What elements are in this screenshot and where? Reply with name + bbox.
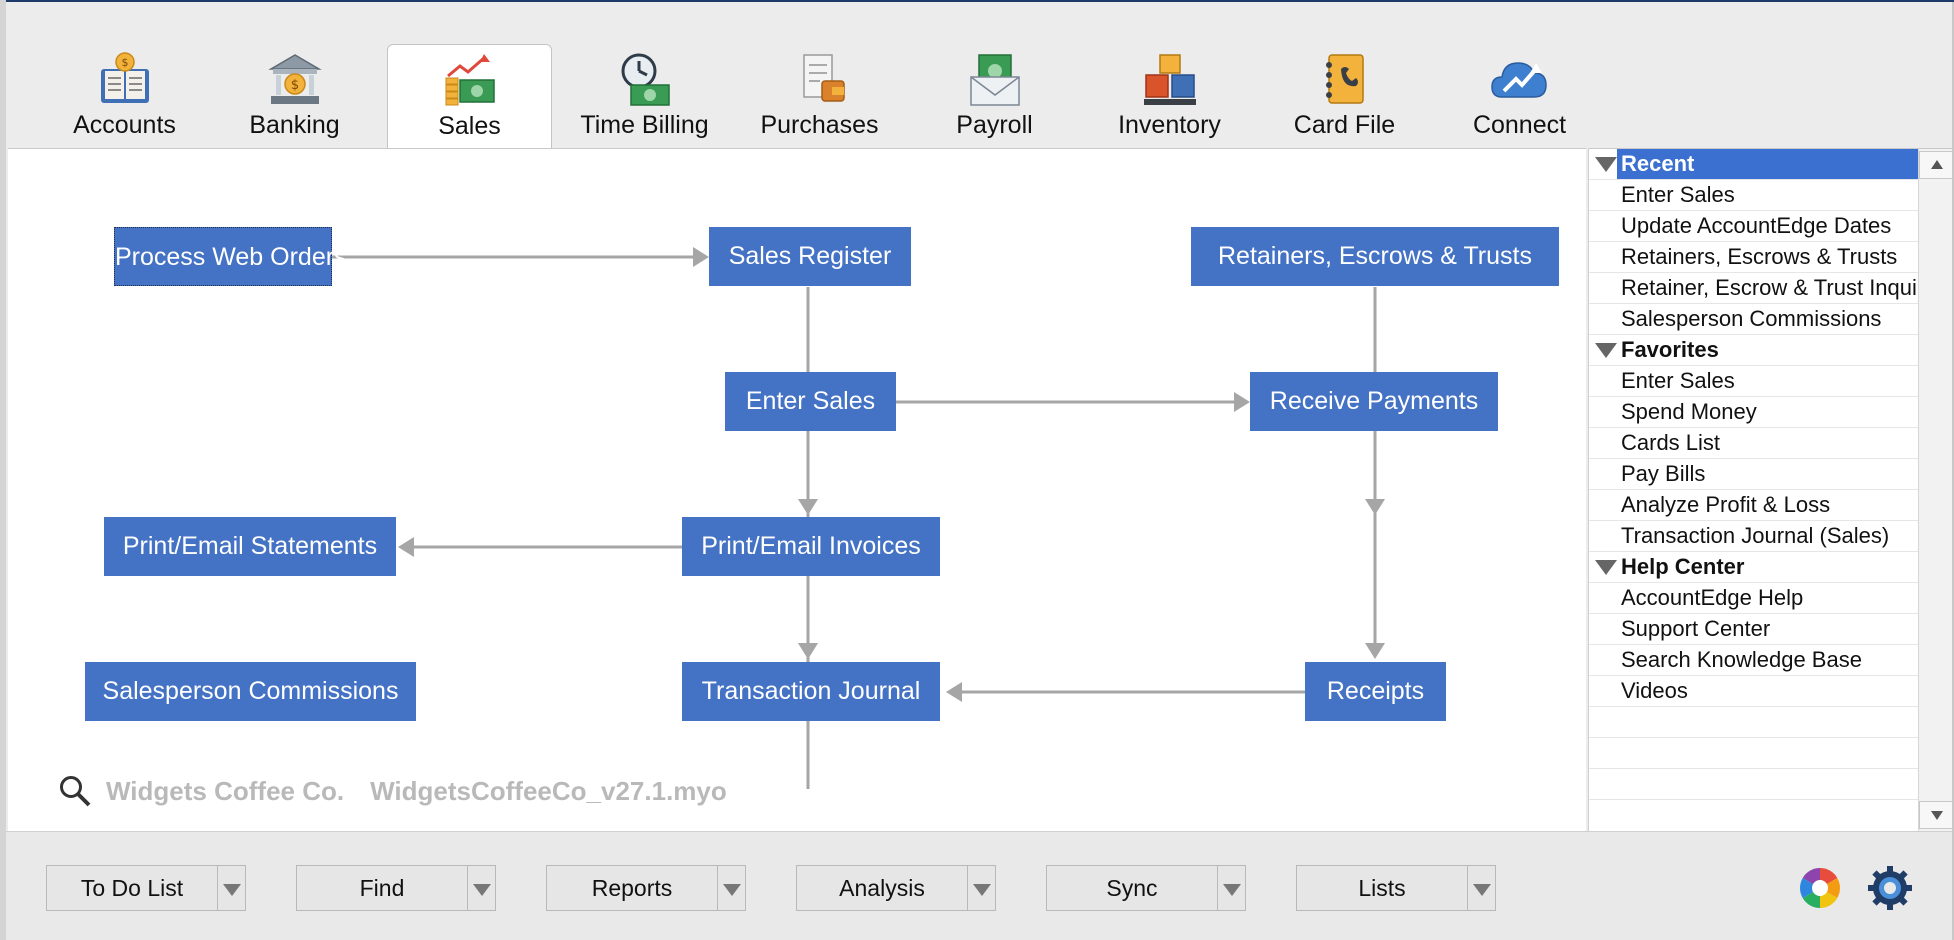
receive-payments-button[interactable]: Receive Payments xyxy=(1250,372,1498,431)
company-file-name: WidgetsCoffeeCo_v27.1.myo xyxy=(370,775,727,806)
tab-label: Purchases xyxy=(760,111,879,139)
recent-item[interactable]: Retainers, Escrows & Trusts xyxy=(1589,242,1918,273)
company-file-info: Widgets Coffee Co. WidgetsCoffeeCo_v27.1… xyxy=(58,771,727,811)
scroll-down-button[interactable] xyxy=(1919,801,1953,829)
sales-icon xyxy=(445,54,495,106)
tab-label: Banking xyxy=(249,111,340,139)
tab-inventory[interactable]: Inventory xyxy=(1087,44,1252,149)
sidebar-scrollbar[interactable] xyxy=(1918,148,1953,831)
tab-connect[interactable]: Connect xyxy=(1437,44,1602,149)
gear-icon[interactable] xyxy=(1868,866,1912,910)
analysis-button[interactable]: Analysis xyxy=(796,865,968,911)
help-item[interactable]: AccountEdge Help xyxy=(1589,583,1918,614)
analysis-control: Analysis xyxy=(796,865,996,911)
tab-sales[interactable]: Sales xyxy=(387,44,552,152)
sales-register-button[interactable]: Sales Register xyxy=(709,227,911,286)
sync-button[interactable]: Sync xyxy=(1046,865,1218,911)
tab-accounts[interactable]: $ Accounts xyxy=(42,44,207,149)
tab-label: Sales xyxy=(438,112,501,140)
print-email-invoices-button[interactable]: Print/Email Invoices xyxy=(682,517,940,576)
favorite-item[interactable]: Transaction Journal (Sales) xyxy=(1589,521,1918,552)
search-icon[interactable] xyxy=(58,774,92,808)
svg-text:$: $ xyxy=(290,78,298,93)
payroll-icon xyxy=(969,54,1020,106)
help-center-header[interactable]: Help Center xyxy=(1589,552,1918,583)
recent-item[interactable]: Enter Sales xyxy=(1589,180,1918,211)
favorite-item[interactable]: Enter Sales xyxy=(1589,366,1918,397)
tab-purchases[interactable]: Purchases xyxy=(737,44,902,149)
reports-control: Reports xyxy=(546,865,746,911)
sync-control: Sync xyxy=(1046,865,1246,911)
reports-dropdown-icon[interactable] xyxy=(718,865,746,911)
expand-triangle-icon[interactable] xyxy=(1595,560,1617,575)
tab-label: Inventory xyxy=(1118,111,1221,139)
recent-item[interactable]: Salesperson Commissions xyxy=(1589,304,1918,335)
recent-header[interactable]: Recent xyxy=(1589,149,1918,180)
retainers-escrows-trusts-button[interactable]: Retainers, Escrows & Trusts xyxy=(1191,227,1559,286)
print-email-statements-button[interactable]: Print/Email Statements xyxy=(104,517,396,576)
lists-control: Lists xyxy=(1296,865,1496,911)
find-dropdown-icon[interactable] xyxy=(468,865,496,911)
tab-label: Payroll xyxy=(956,111,1033,139)
enter-sales-button[interactable]: Enter Sales xyxy=(725,372,896,431)
find-button[interactable]: Find xyxy=(296,865,468,911)
sales-flowchart-panel: Process Web Orders Sales Register Retain… xyxy=(8,148,1586,831)
favorite-item[interactable]: Pay Bills xyxy=(1589,459,1918,490)
expand-triangle-icon[interactable] xyxy=(1595,343,1617,358)
sync-dropdown-icon[interactable] xyxy=(1218,865,1246,911)
tab-time-billing[interactable]: Time Billing xyxy=(562,44,727,149)
arrow-down-icon xyxy=(1931,811,1943,820)
shortcuts-sidebar: Recent Enter Sales Update AccountEdge Da… xyxy=(1588,148,1918,831)
empty-row xyxy=(1589,769,1918,800)
empty-row xyxy=(1589,738,1918,769)
salesperson-commissions-button[interactable]: Salesperson Commissions xyxy=(85,662,416,721)
tab-label: Card File xyxy=(1293,111,1396,139)
favorites-header[interactable]: Favorites xyxy=(1589,335,1918,366)
tab-label: Accounts xyxy=(73,111,176,139)
company-name: Widgets Coffee Co. xyxy=(106,775,345,806)
tab-label: Time Billing xyxy=(580,111,709,139)
todo-list-control: To Do List xyxy=(46,865,246,911)
tab-banking[interactable]: $ Banking xyxy=(212,44,377,149)
find-control: Find xyxy=(296,865,496,911)
favorite-item[interactable]: Analyze Profit & Loss xyxy=(1589,490,1918,521)
time-billing-icon xyxy=(621,53,670,106)
color-wheel-icon[interactable] xyxy=(1798,866,1842,910)
svg-text:$: $ xyxy=(121,56,128,69)
arrow-up-icon xyxy=(1931,160,1943,169)
connect-icon xyxy=(1490,62,1547,98)
analysis-dropdown-icon[interactable] xyxy=(968,865,996,911)
lists-dropdown-icon[interactable] xyxy=(1468,865,1496,911)
reports-button[interactable]: Reports xyxy=(546,865,718,911)
help-item[interactable]: Videos xyxy=(1589,676,1918,707)
accounts-icon: $ xyxy=(100,52,149,103)
receipts-button[interactable]: Receipts xyxy=(1305,662,1446,721)
todo-list-dropdown-icon[interactable] xyxy=(218,865,246,911)
card-file-icon xyxy=(1325,54,1364,104)
command-toolbar: To Do List Find Reports Analysis Sync Li… xyxy=(6,831,1952,940)
recent-item[interactable]: Retainer, Escrow & Trust Inquiry xyxy=(1589,273,1918,304)
help-item[interactable]: Support Center xyxy=(1589,614,1918,645)
tab-payroll[interactable]: Payroll xyxy=(912,44,1077,149)
favorite-item[interactable]: Cards List xyxy=(1589,428,1918,459)
lists-button[interactable]: Lists xyxy=(1296,865,1468,911)
purchases-icon xyxy=(802,54,845,102)
expand-triangle-icon[interactable] xyxy=(1595,157,1617,172)
empty-row xyxy=(1589,707,1918,738)
transaction-journal-button[interactable]: Transaction Journal xyxy=(682,662,940,721)
todo-list-button[interactable]: To Do List xyxy=(46,865,218,911)
favorite-item[interactable]: Spend Money xyxy=(1589,397,1918,428)
window-top-border xyxy=(6,0,1954,2)
module-tabbar: $ Accounts $ Banking xyxy=(12,2,1952,152)
tab-label: Connect xyxy=(1472,111,1567,139)
process-web-orders-button[interactable]: Process Web Orders xyxy=(114,227,347,286)
inventory-icon xyxy=(1143,54,1196,105)
tab-card-file[interactable]: Card File xyxy=(1262,44,1427,149)
help-item[interactable]: Search Knowledge Base xyxy=(1589,645,1918,676)
scroll-up-button[interactable] xyxy=(1919,151,1953,179)
recent-item[interactable]: Update AccountEdge Dates xyxy=(1589,211,1918,242)
banking-icon: $ xyxy=(267,54,322,104)
